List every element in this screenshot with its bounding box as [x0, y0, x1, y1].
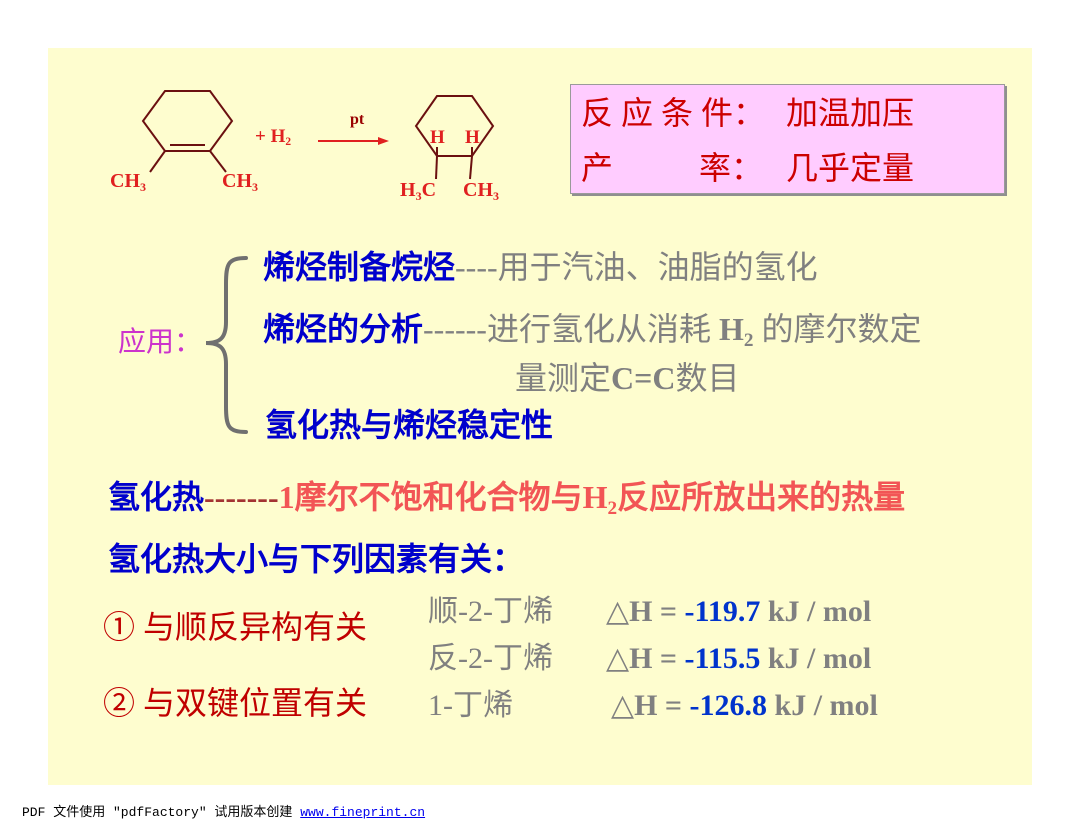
reactant-methyl-right: CH3 [222, 170, 258, 194]
enthalpy-value: △H = -119.7 kJ / mol [606, 595, 872, 628]
pdf-footer: PDF 文件使用 "pdfFactory" 试用版本创建 www.finepri… [22, 806, 425, 819]
factor-group-position: ② 与双键位置有关 [103, 685, 368, 721]
catalyst-label: pt [350, 111, 365, 128]
product-methyl-bond-left [435, 155, 438, 180]
reactant-methyl-left: CH3 [110, 170, 146, 194]
compound-name: 1-丁烯 [428, 689, 513, 722]
compound-name: 反-2-丁烯 [428, 642, 553, 675]
reaction-arrowhead [378, 137, 389, 145]
condition-value: 加温加压 [786, 95, 915, 131]
reaction-scheme [141, 90, 495, 180]
product-ring [414, 95, 495, 157]
condition-label: 反 应 条 件： [581, 95, 766, 131]
fineprint-link[interactable]: www.fineprint.cn [300, 805, 426, 820]
heat-definition: 氢化热-------1摩尔不饱和化合物与H2反应所放出来的热量 [108, 479, 906, 519]
reactant-methyl-bond-right [209, 150, 227, 173]
product-h-left: H [430, 127, 445, 148]
curly-brace [205, 256, 248, 434]
compound-name: 顺-2-丁烯 [428, 595, 553, 628]
application-item-1: 烯烃制备烷烃----用于汽油、油脂的氢化 [263, 249, 818, 285]
entry-1-butene: 1-丁烯 △H = -126.8 kJ / mol [428, 691, 948, 723]
product-methyl-bond-right [469, 155, 473, 180]
product-methyl-left: H3C [400, 179, 437, 203]
yield-value: 几乎定量 [786, 150, 915, 186]
enthalpy-value: △H = -126.8 kJ / mol [611, 689, 878, 722]
enthalpy-value: △H = -115.5 kJ / mol [606, 642, 872, 675]
reactant-ring [141, 90, 234, 152]
yield-label-second: 率： [699, 150, 764, 186]
yield-label-first: 产 [581, 150, 614, 186]
conditions-box: 反 应 条 件： 加温加压 产 率： 几乎定量 [570, 84, 1005, 194]
reagent-hydrogen: + H2 [255, 126, 292, 149]
product-h-right: H [465, 127, 480, 148]
application-item-2-continued: 量测定C=C数目 [515, 360, 740, 396]
reactant-methyl-bond-left [149, 150, 166, 173]
product-methyl-right: CH3 [463, 179, 499, 203]
applications-label: 应用： [118, 327, 203, 358]
application-item-3: 氢化热与烯烃稳定性 [265, 407, 554, 443]
factor-group-isomer: ① 与顺反异构有关 [103, 609, 368, 645]
application-item-2: 烯烃的分析------进行氢化从消耗 H2 的摩尔数定 [263, 311, 922, 351]
factors-heading: 氢化热大小与下列因素有关： [108, 541, 525, 577]
footer-text: PDF 文件使用 "pdfFactory" 试用版本创建 [22, 805, 301, 820]
entry-cis-2-butene: 顺-2-丁烯 △H = -119.7 kJ / mol [428, 597, 948, 629]
entry-trans-2-butene: 反-2-丁烯 △H = -115.5 kJ / mol [428, 644, 948, 676]
